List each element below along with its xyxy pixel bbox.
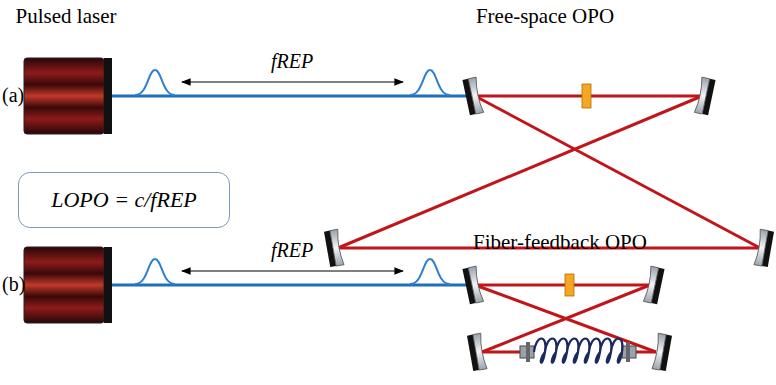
mirror [467, 333, 487, 371]
pulse [410, 259, 450, 284]
cavity-beam [338, 96, 760, 248]
mirror [694, 77, 715, 115]
part-label: Free-space OPO [476, 4, 614, 29]
pulsed-laser [24, 247, 112, 323]
part-label: Fiber-feedback OPO [473, 230, 647, 255]
panel-label: (a) [2, 84, 24, 107]
mirror [462, 266, 483, 304]
period-arrow [182, 81, 403, 82]
formula-text: LOPO = c/fREP [51, 187, 197, 213]
fiber-coil [534, 339, 622, 363]
pulse [410, 70, 450, 95]
mirror [324, 229, 344, 267]
pulse [135, 70, 175, 95]
part-label: Pulsed laser [16, 4, 117, 29]
formula-box: LOPO = c/fREP [18, 172, 230, 228]
mirror [643, 266, 664, 304]
mirror [652, 333, 672, 371]
rep-rate-label: fREP [271, 239, 313, 262]
rep-rate-label: fREP [271, 50, 313, 73]
pump-beam [112, 284, 470, 287]
mirror [462, 77, 483, 115]
pump-beam [112, 95, 470, 98]
pulsed-laser [24, 58, 112, 134]
panel-label: (b) [2, 273, 25, 296]
nonlinear-crystal [565, 274, 574, 296]
nonlinear-crystal [582, 84, 591, 108]
period-arrow [182, 270, 403, 271]
mirror [754, 229, 774, 267]
pulse [135, 259, 175, 284]
